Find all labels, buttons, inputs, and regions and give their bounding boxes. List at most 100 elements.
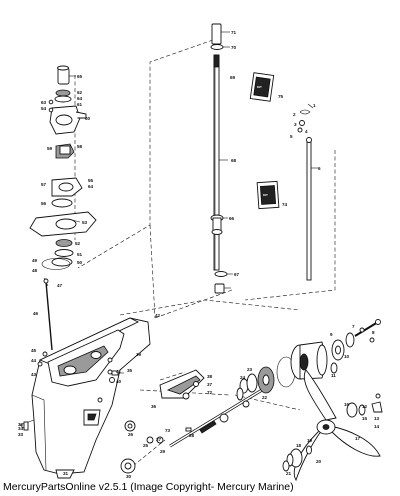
tab-washer-15 [358, 404, 366, 416]
bearing-race-21 [236, 387, 244, 401]
callout-65: 65 [77, 74, 83, 79]
gearcase-housing-42 [19, 317, 151, 479]
callout-32: 32 [18, 422, 24, 427]
o-ring-49 [41, 258, 71, 270]
callout-55: 55 [88, 178, 94, 183]
callout-74: 74 [282, 202, 288, 207]
gasket-56 [51, 198, 73, 208]
driveshaft-assembly [210, 23, 228, 294]
oil-seal-70 [210, 44, 224, 50]
assembly-guide-lines [74, 39, 336, 471]
callout-42: 42 [155, 313, 161, 318]
screw-34 [23, 421, 29, 431]
callout-28: 28 [189, 433, 195, 438]
retainer-4 [297, 127, 303, 133]
callout-23: 23 [247, 367, 253, 372]
callout-64a: 64 [77, 96, 83, 101]
callout-70: 70 [231, 45, 237, 50]
prop-nut-16 [346, 402, 358, 418]
shift-coupler-3 [299, 120, 305, 126]
callout-66: 66 [229, 216, 235, 221]
callout-2: 2 [293, 112, 296, 117]
callout-37: 37 [207, 382, 213, 387]
leader-lines [69, 31, 318, 289]
bearing-25 [146, 436, 154, 444]
callout-33: 33 [18, 432, 24, 437]
callout-labels: 71 70 69 68 67 66 65 64 64 63 62 61 60 5… [18, 30, 380, 479]
kit-package-75: KIT [249, 72, 275, 102]
callout-35: 35 [127, 368, 133, 373]
callout-71: 71 [231, 30, 237, 35]
washer-11 [330, 362, 338, 374]
callout-50: 50 [77, 260, 83, 265]
kit-packages: KIT KIT [249, 72, 280, 210]
callout-30: 30 [126, 474, 132, 479]
callout-53: 53 [82, 220, 88, 225]
callout-61: 61 [77, 102, 83, 107]
callout-45: 45 [31, 348, 37, 353]
callout-25: 25 [143, 443, 149, 448]
callout-41: 41 [116, 369, 122, 374]
callout-24: 24 [240, 375, 246, 380]
callout-56: 56 [41, 201, 47, 206]
callout-17: 17 [355, 436, 361, 441]
bearing-23 [246, 373, 258, 393]
callout-5: 5 [290, 134, 293, 139]
clutch-27 [219, 413, 229, 423]
water-pump-assembly [29, 65, 97, 270]
callout-4: 4 [305, 129, 308, 134]
seal-50 [51, 257, 73, 267]
callout-12: 12 [362, 404, 368, 409]
callout-51: 51 [77, 252, 83, 257]
callout-43: 43 [31, 372, 37, 377]
callout-8: 8 [372, 330, 375, 335]
insert-58 [59, 145, 71, 155]
callout-75: 75 [278, 94, 284, 99]
anode-31 [55, 469, 75, 479]
callout-10: 10 [344, 354, 350, 359]
callout-59: 59 [47, 146, 53, 151]
washer-40 [109, 377, 115, 383]
callout-19: 19 [307, 438, 313, 443]
callout-46: 46 [33, 311, 39, 316]
callout-52: 52 [75, 241, 81, 246]
plug-6 [369, 337, 375, 343]
bolt-7 [375, 319, 381, 325]
callout-31: 31 [63, 471, 69, 476]
seal-64 [55, 89, 71, 97]
propeller-shaft-assembly [120, 388, 263, 474]
callout-63: 63 [41, 100, 47, 105]
propeller-17 [303, 369, 337, 421]
callout-3: 3 [294, 122, 297, 127]
driveshaft-top-cap [211, 23, 222, 45]
callout-44: 44 [31, 358, 37, 363]
callout-6: 6 [318, 166, 321, 171]
callout-39: 39 [136, 352, 142, 357]
callout-14: 14 [374, 424, 380, 429]
callout-9: 9 [330, 332, 333, 337]
reverse-gear-cluster [236, 366, 275, 401]
callout-27: 27 [156, 437, 162, 442]
callout-16: 16 [344, 402, 350, 407]
cotter-pin-14 [371, 401, 383, 413]
callout-22: 22 [262, 395, 268, 400]
shift-shaft-assembly [297, 103, 314, 281]
callout-36: 36 [151, 404, 157, 409]
propeller-assembly [282, 369, 383, 482]
callout-7: 7 [352, 324, 355, 329]
seal-51 [54, 249, 74, 257]
callout-15: 15 [362, 416, 368, 421]
kit-package-74: KIT [256, 180, 280, 210]
shift-shaft-5 [306, 139, 312, 281]
callout-68: 68 [231, 158, 237, 163]
callout-62: 62 [77, 90, 83, 95]
copyright-footer: MercuryPartsOnline v2.5.1 (Image Copyrig… [3, 481, 294, 493]
thrust-washer-67 [214, 271, 228, 277]
callout-73: 73 [165, 428, 171, 433]
callout-40: 40 [116, 379, 122, 384]
pin-28 [185, 427, 192, 432]
o-ring-52 [55, 239, 73, 247]
callout-49: 49 [32, 258, 38, 263]
callout-26: 26 [128, 432, 134, 437]
